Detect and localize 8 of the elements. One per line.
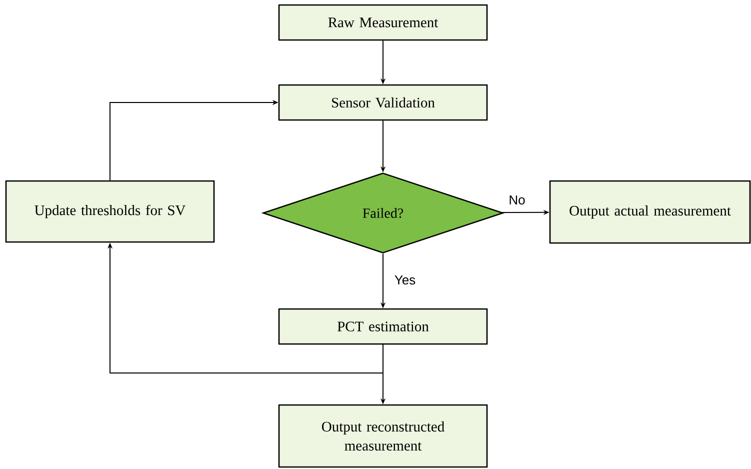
process-box: Output reconstructed measurement bbox=[278, 404, 488, 468]
process-box: Raw Measurement bbox=[278, 4, 488, 41]
process-box: Output actual measurement bbox=[549, 180, 751, 244]
edge-label: No bbox=[508, 194, 526, 206]
process-box: PCT estimation bbox=[278, 308, 488, 345]
edge-label: Yes bbox=[393, 274, 417, 286]
process-box: Update thresholds for SV bbox=[5, 180, 215, 243]
process-box: Sensor Validation bbox=[278, 84, 488, 121]
